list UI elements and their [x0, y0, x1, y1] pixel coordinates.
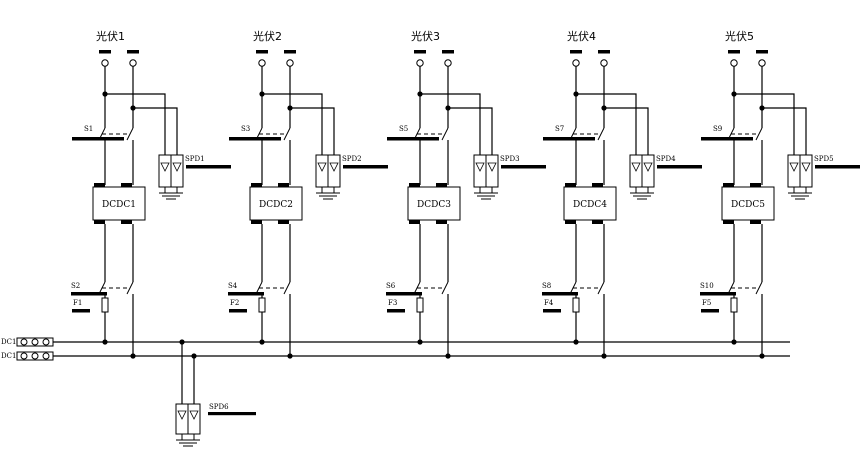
dcdc-converter: DCDC4 [563, 183, 617, 224]
dcdc-converter: DCDC5 [721, 183, 775, 224]
input-terminal-bar [442, 50, 454, 54]
input-terminal-bar [99, 50, 111, 54]
switch-bottom-label-bar [228, 292, 264, 296]
switch-top-label-bar [229, 137, 274, 141]
input-terminal-icon [444, 59, 452, 67]
input-terminal-icon [758, 59, 766, 67]
bus-spd: SPD6 [175, 339, 256, 447]
switch-bottom-label-bar [386, 292, 422, 296]
input-terminal-icon [572, 59, 580, 67]
dcdc-converter: DCDC1 [92, 183, 146, 224]
input-terminal-icon [286, 59, 294, 67]
spd: SPD3 [473, 154, 546, 200]
input-terminal-bar [127, 50, 139, 54]
bus-label-2: DC1 [1, 352, 16, 360]
switch-top-label: S1 [84, 125, 93, 133]
spd: SPD1 [158, 154, 231, 200]
dcdc-converter: DCDC3 [407, 183, 461, 224]
bus-label-1: DC1 [1, 338, 16, 346]
converter-label: DCDC1 [102, 200, 136, 210]
fuse-label: F3 [388, 299, 397, 307]
switch-top-label: S5 [399, 125, 408, 133]
converter-label: DCDC2 [259, 200, 293, 210]
spd-label: SPD2 [342, 155, 362, 163]
fuse-label: F1 [73, 299, 82, 307]
switch-bottom-label: S4 [228, 282, 238, 290]
spd: SPD2 [315, 154, 388, 200]
switch-top-label: S9 [713, 125, 722, 133]
input-terminal-bar [756, 50, 768, 54]
fuse-label: F2 [230, 299, 239, 307]
fuse-icon [101, 297, 109, 313]
spd-label: SPD3 [500, 155, 520, 163]
fuse-icon [572, 297, 580, 313]
switch-bottom-label: S6 [386, 282, 396, 290]
input-terminal-bar [284, 50, 296, 54]
input-terminal-icon [416, 59, 424, 67]
bus-spd-label: SPD6 [209, 403, 229, 411]
switch-top-label-bar [72, 137, 117, 141]
pv-title: 光伏3 [411, 29, 440, 43]
input-terminal-bar [598, 50, 610, 54]
switch-bottom-label: S2 [71, 282, 80, 290]
pv-title: 光伏4 [567, 29, 596, 43]
pv-title: 光伏2 [253, 29, 282, 43]
switch-top-label-bar [387, 137, 432, 141]
converter-label: DCDC3 [417, 200, 451, 210]
switch-bottom-label-bar [71, 292, 107, 296]
input-terminal-icon [129, 59, 137, 67]
pv-title: 光伏1 [96, 29, 125, 43]
switch-top-label-bar [543, 137, 588, 141]
input-terminal-icon [258, 59, 266, 67]
spd-label: SPD4 [656, 155, 676, 163]
switch-bottom-label-bar [700, 292, 736, 296]
input-terminal-icon [101, 59, 109, 67]
fuse-icon [730, 297, 738, 313]
converter-label: DCDC5 [731, 200, 765, 210]
input-terminal-bar [570, 50, 582, 54]
spd-label: SPD5 [814, 155, 834, 163]
switch-top-label: S7 [555, 125, 564, 133]
dcdc-converter: DCDC2 [249, 183, 303, 224]
input-terminal-bar [256, 50, 268, 54]
spd: SPD5 [787, 154, 860, 200]
fuse-label: F5 [702, 299, 711, 307]
switch-bottom-label-bar [542, 292, 578, 296]
input-terminal-icon [730, 59, 738, 67]
input-terminal-bar [414, 50, 426, 54]
switch-top-label-bar [701, 137, 746, 141]
spd: SPD4 [629, 154, 702, 200]
switch-bottom-label: S10 [700, 282, 714, 290]
fuse-label: F4 [544, 299, 554, 307]
spd-label: SPD1 [185, 155, 205, 163]
fuse-icon [258, 297, 266, 313]
input-terminal-bar [728, 50, 740, 54]
pv-title: 光伏5 [725, 29, 754, 43]
input-terminal-icon [600, 59, 608, 67]
switch-bottom-label: S8 [542, 282, 551, 290]
dc-bus: DC1 DC1 [1, 337, 790, 361]
converter-label: DCDC4 [573, 200, 607, 210]
fuse-icon [416, 297, 424, 313]
switch-top-label: S3 [241, 125, 250, 133]
